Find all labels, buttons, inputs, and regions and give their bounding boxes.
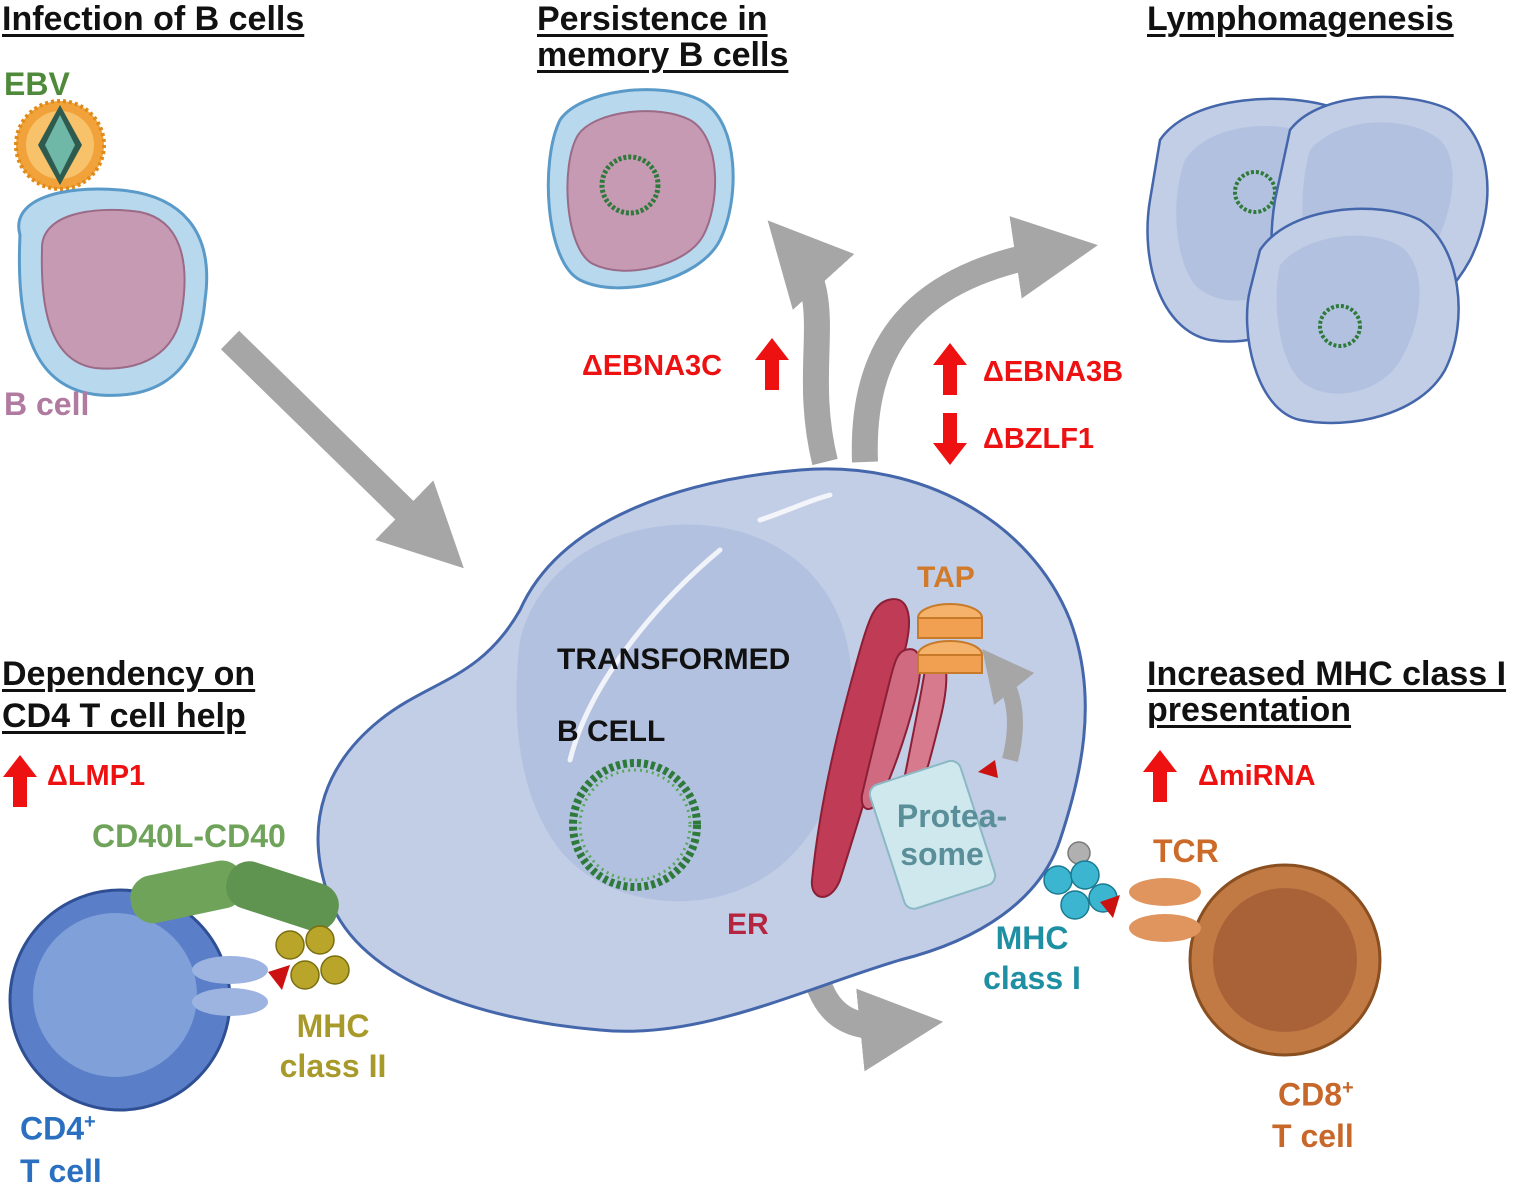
label-proteasome-line2: some: [900, 836, 984, 872]
label-tap: TAP: [917, 561, 975, 594]
label-cd8-line2: T cell: [1272, 1118, 1354, 1154]
up-arrow-lmp1-icon: [3, 755, 37, 807]
mutant-ebna3b: ΔEBNA3B: [983, 356, 1124, 388]
cd40l-cd40-icon: [130, 860, 339, 932]
label-er: ER: [727, 908, 769, 941]
mhc-class-i-icon: [1043, 841, 1118, 920]
arrow-proteasome-to-tap: [982, 649, 1035, 762]
title-increased-line1: Increased MHC class I: [1147, 655, 1507, 693]
title-lymphomagenesis: Lymphomagenesis: [1147, 0, 1454, 38]
label-cd4-line2: T cell: [20, 1153, 102, 1189]
label-proteasome-line1: Protea-: [896, 798, 1008, 834]
mutant-ebna3c: ΔEBNA3C: [582, 350, 723, 382]
label-b-cell: B cell: [4, 386, 90, 422]
label-transformed-line2: B CELL: [557, 715, 666, 748]
label-cd8-text: CD8: [1278, 1076, 1343, 1113]
up-arrow-mirna-icon: [1143, 750, 1177, 802]
label-cd8-sup: +: [1342, 1077, 1354, 1099]
label-cd4-line1: CD4+: [20, 1112, 96, 1145]
label-cd4-text: CD4: [20, 1110, 85, 1147]
label-mhc-i-line1: MHC: [995, 920, 1069, 956]
memory-b-cell-icon: [546, 88, 735, 290]
title-persistence-line1: Persistence in: [537, 0, 768, 38]
title-dependency-line1: Dependency on: [2, 655, 256, 693]
label-mhc-i-line2: class I: [983, 960, 1081, 996]
cd4-t-cell-icon: [8, 888, 268, 1112]
label-transformed-line1: TRANSFORMED: [557, 643, 791, 676]
title-dependency-line2: CD4 T cell help: [2, 697, 246, 735]
mutant-mirna: ΔmiRNA: [1198, 760, 1316, 792]
b-cell-icon: [17, 187, 209, 397]
label-mhc-ii-line2: class II: [279, 1048, 387, 1084]
proteasome-icon: [868, 759, 997, 910]
peptide-mhc-i-icon: [1100, 895, 1120, 918]
tap-icon: [917, 603, 983, 674]
label-mhc-ii-line1: MHC: [296, 1008, 370, 1044]
label-cd40l-cd40: CD40L-CD40: [92, 818, 286, 854]
lymphoma-cells-icon: [1146, 95, 1489, 425]
label-tcr: TCR: [1153, 833, 1219, 869]
arrow-to-memory: [767, 220, 855, 466]
mhc-class-ii-icon: [275, 925, 350, 990]
title-infection: Infection of B cells: [2, 0, 305, 38]
down-arrow-bzlf1-icon: [933, 413, 967, 465]
peptide-proteasome-icon: [978, 760, 998, 778]
arrow-to-lymphoma: [851, 216, 1098, 463]
up-arrow-ebna3b-icon: [933, 343, 967, 395]
title-persistence-line2: memory B cells: [537, 36, 789, 74]
arrow-infection-to-transformed: [220, 330, 464, 569]
dna-circle-icon: [569, 759, 701, 891]
up-arrow-ebna3c-icon: [755, 338, 789, 390]
title-increased-line2: presentation: [1147, 691, 1352, 729]
label-cd4-sup: +: [84, 1111, 96, 1133]
label-cd8-line1: CD8+: [1278, 1078, 1354, 1111]
cd8-t-cell-icon: [1129, 863, 1382, 1057]
label-ebv: EBV: [4, 66, 70, 102]
peptide-mhc-ii-icon: [268, 965, 290, 990]
mutant-bzlf1: ΔBZLF1: [983, 423, 1095, 455]
ebv-virus-icon: [14, 99, 106, 191]
mutant-lmp1: ΔLMP1: [47, 760, 146, 792]
